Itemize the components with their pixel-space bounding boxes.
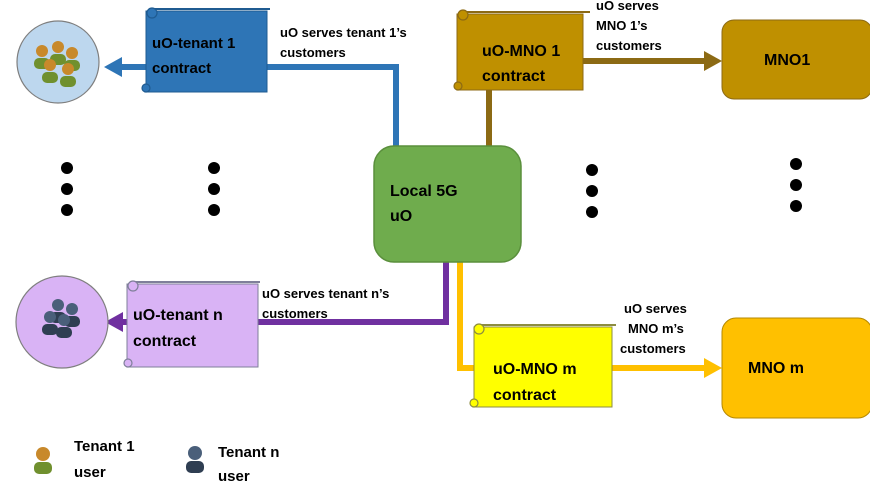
mno1-arrowhead (704, 51, 722, 71)
edge-label-mnom: uO serves MNO m’s customers (620, 301, 691, 356)
edge-label-mno1-line1: uO serves (596, 0, 659, 13)
edge-label-mno1: uO serves MNO 1’s customers (596, 0, 663, 53)
edge-label-tenantn-line1: uO serves tenant n’s (262, 286, 389, 301)
ellipsis-tenants-left (61, 162, 73, 216)
hub-label-line2: uO (390, 208, 412, 225)
hub-local-5g-uo: Local 5G uO (373, 145, 522, 263)
edge-label-mnom-line1: uO serves (624, 301, 687, 316)
mnom-connector (457, 262, 474, 371)
legend-tenant1: Tenant 1 user (34, 438, 135, 481)
tenantn-users-circle (15, 275, 109, 369)
contract-mnom-line1: uO-MNO m (493, 361, 577, 378)
legend-tenantn: Tenant n user (186, 444, 279, 485)
edge-label-mno1-line3: customers (596, 38, 662, 53)
contract-scroll-tenantn: uO-tenant n contract (123, 280, 260, 368)
contract-mno1-line2: contract (482, 68, 546, 85)
contract-scroll-mno1: uO-MNO 1 contract (453, 9, 590, 91)
edge-label-tenant1-line2: customers (280, 45, 346, 60)
mnom-arrowhead (704, 358, 722, 378)
legend-tenant1-icon (34, 447, 52, 474)
tenant1-users-circle (16, 20, 100, 104)
edge-label-tenantn: uO serves tenant n’s customers (262, 286, 393, 321)
contract-scroll-mnom: uO-MNO m contract (469, 323, 616, 408)
tenantn-user-icon (42, 311, 58, 335)
contract-mnom-line2: contract (493, 387, 557, 404)
operator-mnom-label: MNO m (748, 360, 804, 377)
ellipsis-mno-contracts (586, 164, 598, 218)
legend-tenantn-icon (186, 446, 204, 473)
contract-mno1-line1: uO-MNO 1 (482, 43, 560, 60)
contract-tenant1-line1: uO-tenant 1 (152, 35, 235, 52)
legend-tenantn-line1: Tenant n (218, 444, 279, 461)
edge-label-tenantn-line2: customers (262, 306, 328, 321)
ellipsis-tenant-contracts (208, 162, 220, 216)
edge-label-tenant1: uO serves tenant 1’s customers (280, 25, 410, 60)
contract-tenantn-line1: uO-tenant n (133, 307, 223, 324)
tenant1-user-icon (42, 59, 58, 83)
ellipsis-mnos (790, 158, 802, 212)
contract-tenantn-line2: contract (133, 333, 197, 350)
hub-label-line1: Local 5G (390, 183, 458, 200)
edge-label-mno1-line2: MNO 1’s (596, 18, 648, 33)
operator-mnom: MNO m (721, 317, 870, 419)
tenantn-arrowhead (105, 312, 123, 332)
tenant1-user-icon (60, 63, 76, 87)
tenantn-user-icon (56, 314, 72, 338)
contract-tenant1-line2: contract (152, 60, 211, 77)
legend-tenantn-line2: user (218, 468, 250, 485)
tenant1-arrowhead (104, 57, 122, 77)
edge-label-tenant1-line1: uO serves tenant 1’s (280, 25, 407, 40)
operator-mno1-label: MNO1 (764, 52, 810, 69)
edge-label-mnom-line2: MNO m’s (628, 321, 684, 336)
contract-scroll-tenant1: uO-tenant 1 contract (141, 7, 270, 93)
legend-tenant1-line1: Tenant 1 (74, 438, 135, 455)
edge-label-mnom-line3: customers (620, 341, 686, 356)
legend-tenant1-line2: user (74, 464, 106, 481)
operator-mno1: MNO1 (721, 19, 870, 100)
